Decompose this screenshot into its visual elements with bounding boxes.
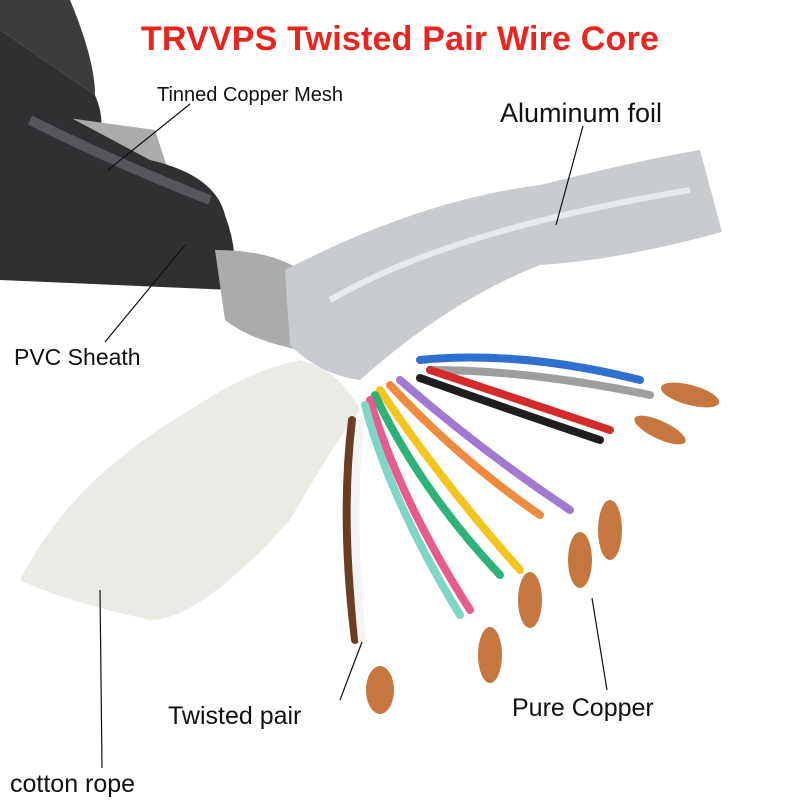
cotton-rope (20, 360, 360, 620)
aluminum-foil (285, 150, 722, 380)
pure-copper-ends (366, 382, 720, 714)
label-pvc-sheath: PVC Sheath (14, 344, 141, 370)
twisted-pair-strands (342, 353, 654, 644)
label-cotton-rope: cotton rope (10, 770, 136, 798)
pvc-sheath-highlight (27, 115, 212, 205)
product-title: TRVVPS Twisted Pair Wire Core (140, 20, 660, 58)
label-aluminum-foil: Aluminum foil (500, 98, 663, 128)
callout-lines (99, 103, 608, 769)
label-tinned-copper-mesh: Tinned Copper Mesh (157, 84, 344, 106)
pvc-sheath-upper-edge (0, 0, 95, 95)
aluminum-foil-sheen (328, 187, 691, 303)
label-twisted-pair: Twisted pair (168, 702, 302, 730)
pvc-sheath-main (0, 80, 235, 290)
label-pure-copper: Pure Copper (512, 694, 654, 722)
